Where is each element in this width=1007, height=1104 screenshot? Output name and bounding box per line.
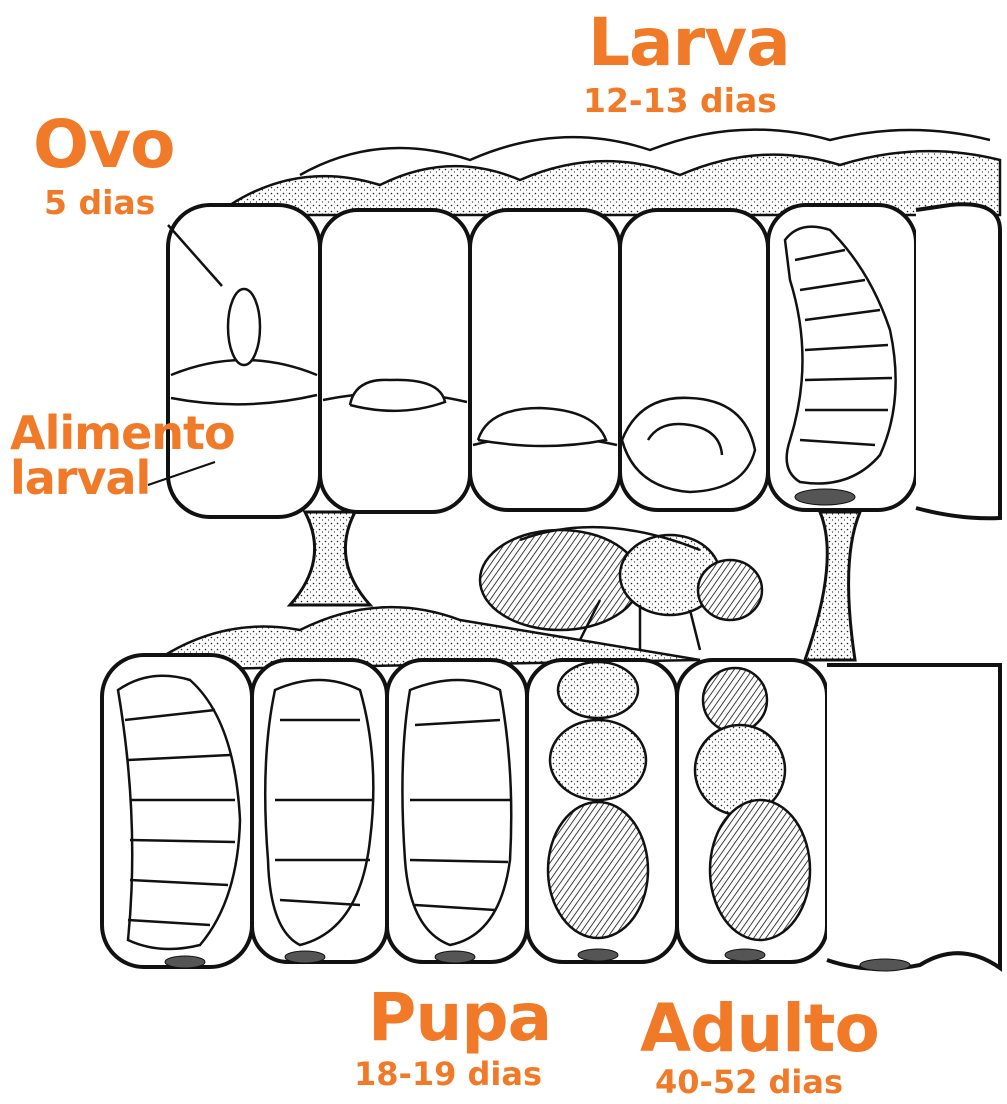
- stage-duration-pupa: 18-19 dias: [354, 1058, 542, 1090]
- food-label-line2: larval: [10, 455, 150, 501]
- food-label-line1: Alimento: [10, 410, 235, 456]
- stage-duration-larva: 12-13 dias: [583, 84, 777, 117]
- upper-comb-caps: [230, 130, 1000, 215]
- stage-duration-egg: 5 dias: [44, 186, 155, 219]
- stage-title-larva: Larva: [588, 10, 790, 76]
- stage-title-adult: Adulto: [640, 996, 879, 1062]
- stage-title-pupa: Pupa: [368, 985, 551, 1051]
- stage-duration-adult: 40-52 dias: [655, 1066, 843, 1098]
- stage-title-egg: Ovo: [33, 112, 174, 178]
